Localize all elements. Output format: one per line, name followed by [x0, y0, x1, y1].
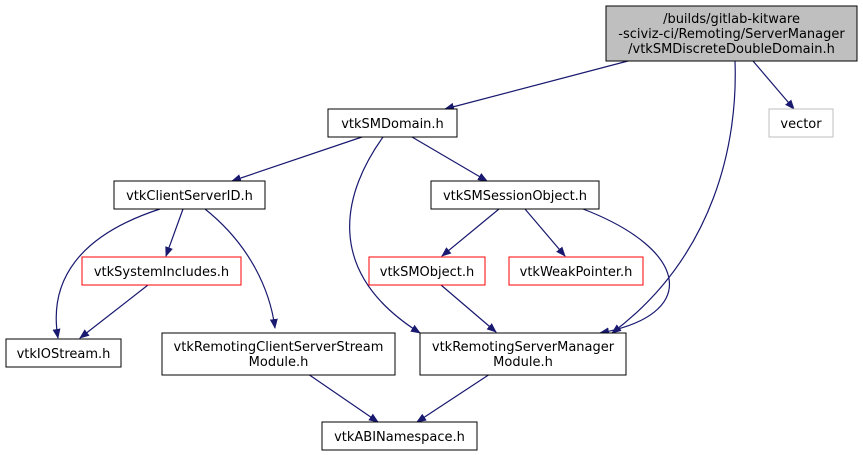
node-vtkclientserverid-label: vtkClientServerID.h — [126, 189, 253, 204]
node-csstreammodule-line-1: vtkRemotingClientServerStream — [174, 340, 384, 355]
node-vtkclientserverid[interactable]: vtkClientServerID.h — [113, 180, 266, 210]
edge-clientserverid-to-systemincludes — [165, 208, 184, 257]
edge-csstreammodule-to-abinamespace — [307, 373, 379, 423]
node-root-file-line-3: /vtkSMDiscreteDoubleDomain.h — [628, 42, 835, 57]
edge-clientserverid-to-csstreammodule — [204, 208, 278, 329]
node-vtkremotingservermanagermodule[interactable]: vtkRemotingServerManager Module.h — [419, 332, 627, 376]
node-vtksystemincludes[interactable]: vtkSystemIncludes.h — [81, 256, 242, 286]
edge-smdomain-to-smmodule — [349, 136, 421, 334]
node-vtksystemincludes-label: vtkSystemIncludes.h — [94, 265, 229, 280]
edge-root-to-smdomain — [444, 60, 629, 111]
edge-smobject-to-smmodule — [440, 284, 497, 333]
node-vtksmsessionobject-label: vtkSMSessionObject.h — [443, 189, 587, 204]
node-vector: vector — [768, 108, 834, 138]
edge-root-to-smmodule — [611, 60, 736, 334]
edge-sessionobject-to-smobject — [441, 208, 500, 257]
node-vtkweakpointer[interactable]: vtkWeakPointer.h — [508, 256, 644, 286]
edge-smdomain-to-clientserverid — [231, 136, 363, 182]
node-vtksmdomain-label: vtkSMDomain.h — [341, 117, 444, 132]
node-root-file-line-1: /builds/gitlab-kitware — [663, 12, 800, 27]
edge-smdomain-to-sessionobject — [411, 136, 488, 182]
node-vtkweakpointer-label: vtkWeakPointer.h — [520, 265, 633, 280]
node-root-file-line-2: -sciviz-ci/Remoting/ServerManager — [618, 27, 845, 42]
edge-systemincludes-to-iostream — [79, 284, 149, 339]
node-vtkiostream[interactable]: vtkIOStream.h — [5, 338, 122, 368]
graph-nodes: /builds/gitlab-kitware -sciviz-ci/Remoti… — [5, 5, 858, 451]
node-smmodule-line-1: vtkRemotingServerManager — [432, 340, 615, 355]
node-vtkremotingclientserverstreammodule[interactable]: vtkRemotingClientServerStream Module.h — [161, 332, 396, 376]
node-root-file: /builds/gitlab-kitware -sciviz-ci/Remoti… — [605, 5, 858, 62]
node-vtkabinamespace[interactable]: vtkABINamespace.h — [321, 421, 478, 451]
edge-sessionobject-to-smmodule — [582, 208, 671, 336]
edge-smmodule-to-abinamespace — [416, 373, 491, 423]
node-csstreammodule-line-2: Module.h — [249, 355, 309, 370]
edge-sessionobject-to-weakpointer — [524, 208, 566, 257]
node-vector-label: vector — [780, 117, 822, 132]
graph-edges — [52, 60, 795, 423]
node-vtksmobject-label: vtkSMObject.h — [380, 265, 475, 280]
edge-clientserverid-to-iostream — [52, 208, 161, 339]
node-smmodule-line-2: Module.h — [493, 355, 553, 370]
edge-root-to-vector — [752, 60, 795, 110]
node-vtksmdomain[interactable]: vtkSMDomain.h — [327, 108, 458, 138]
node-vtkabinamespace-label: vtkABINamespace.h — [334, 430, 465, 445]
node-vtksmobject[interactable]: vtkSMObject.h — [368, 256, 486, 286]
node-vtkiostream-label: vtkIOStream.h — [17, 347, 111, 362]
node-vtksmsessionobject[interactable]: vtkSMSessionObject.h — [430, 180, 600, 210]
